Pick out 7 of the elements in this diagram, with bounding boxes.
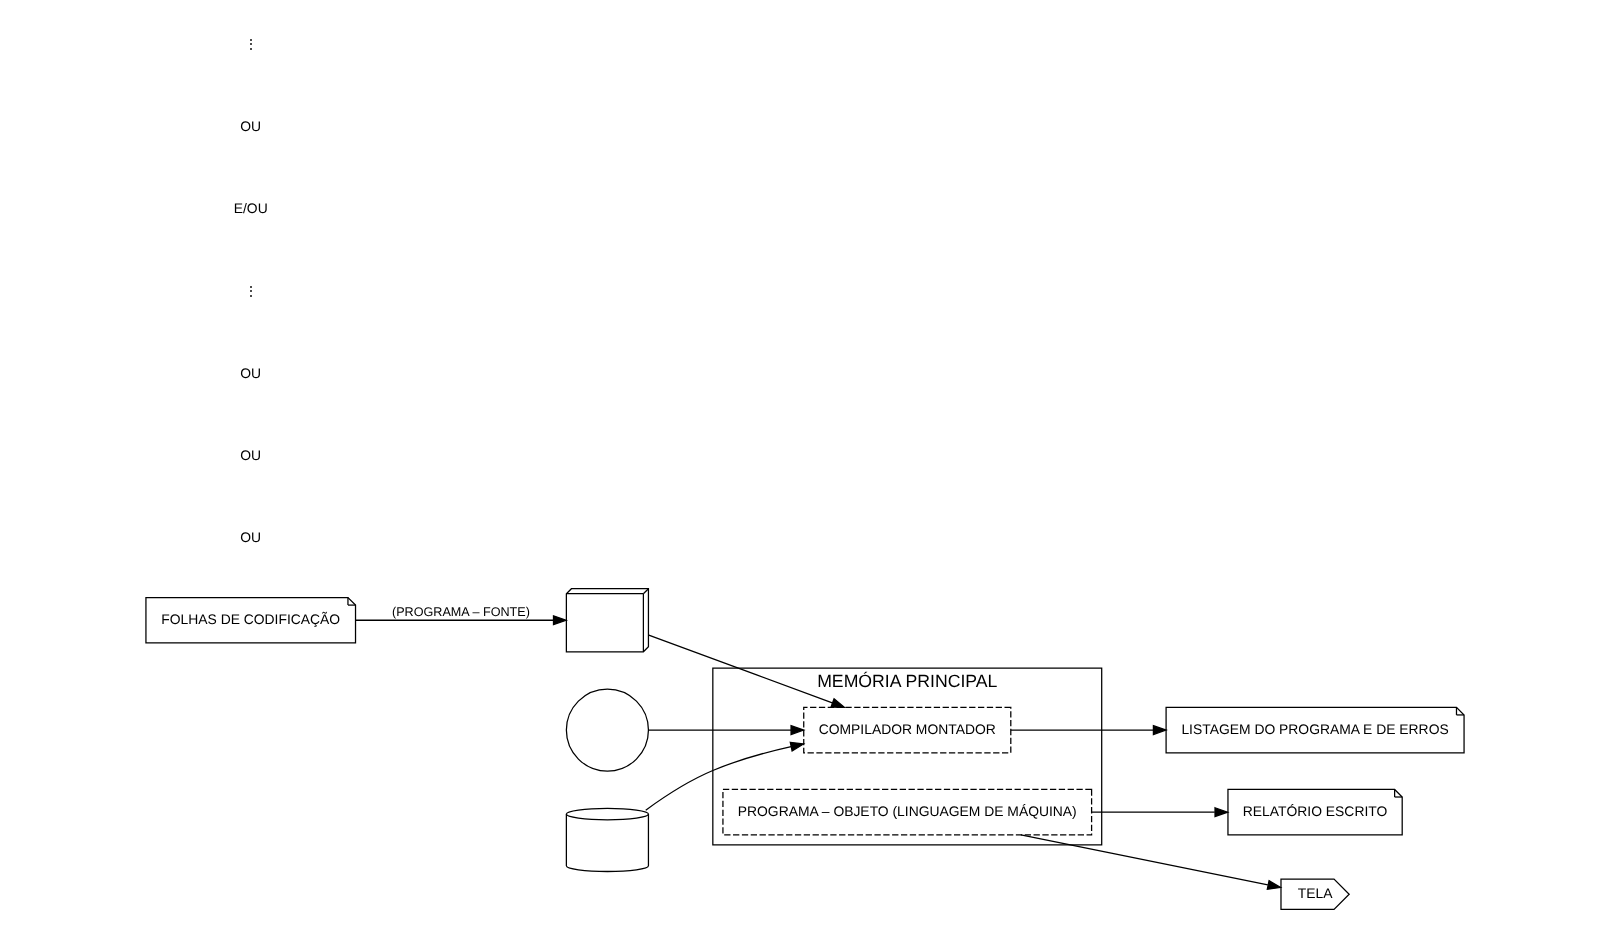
node-circle — [565, 687, 650, 771]
arrow — [1090, 805, 1230, 817]
arrow — [645, 740, 806, 810]
arrow — [355, 613, 568, 625]
arrow — [648, 723, 806, 735]
arrow — [1010, 723, 1168, 735]
arrow — [648, 633, 847, 707]
